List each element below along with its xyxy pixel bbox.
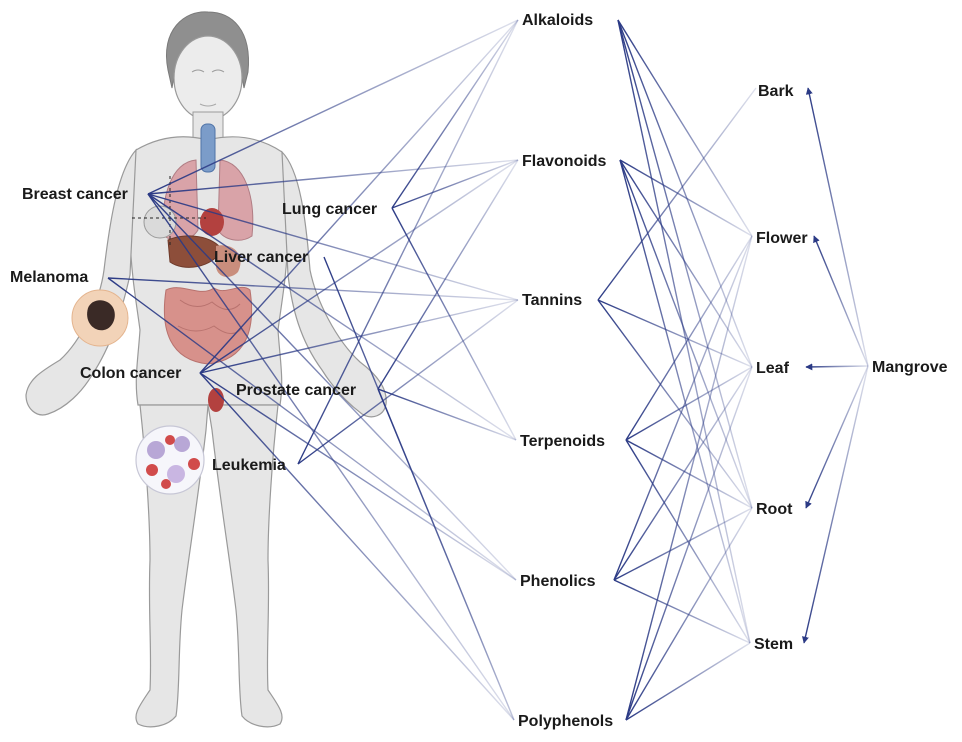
- edge-mangrove-leaf: [806, 366, 868, 367]
- node-mangrove: Mangrove: [872, 359, 948, 376]
- node-liver-cancer: Liver cancer: [214, 249, 308, 266]
- node-prostate-cancer: Prostate cancer: [236, 382, 356, 399]
- edge-flavonoids-prostate: [378, 160, 518, 389]
- node-melanoma: Melanoma: [10, 269, 88, 286]
- node-terpenoids: Terpenoids: [520, 433, 605, 450]
- edge-mangrove-root: [806, 366, 868, 508]
- edge-leaf-alkaloids: [618, 20, 752, 367]
- node-stem: Stem: [754, 636, 793, 653]
- edge-stem-phenolics: [614, 580, 750, 643]
- edge-flower-phenolics: [614, 236, 752, 580]
- edge-leaf-phenolics: [614, 367, 752, 580]
- edge-stem-alkaloids: [618, 20, 750, 643]
- node-bark: Bark: [758, 83, 794, 100]
- node-tannins: Tannins: [522, 292, 582, 309]
- edge-leaf-tannins: [598, 300, 752, 367]
- node-colon-cancer: Colon cancer: [80, 365, 181, 382]
- node-flavonoids: Flavonoids: [522, 153, 607, 170]
- node-phenolics: Phenolics: [520, 573, 596, 590]
- node-flower: Flower: [756, 230, 808, 247]
- node-leaf: Leaf: [756, 360, 790, 377]
- edge-mangrove-stem: [804, 366, 868, 643]
- node-root: Root: [756, 501, 793, 518]
- edge-flavonoids-lung: [392, 160, 518, 208]
- edge-leaf-terpenoids: [626, 367, 752, 440]
- edge-root-alkaloids: [618, 20, 752, 508]
- edge-alkaloids-lung: [392, 20, 518, 208]
- edge-mangrove-bark: [808, 88, 868, 366]
- node-breast-cancer: Breast cancer: [22, 186, 128, 203]
- edge-stem-polyphenols: [626, 643, 750, 720]
- edge-terpenoids-prostate: [378, 389, 516, 440]
- node-lung-cancer: Lung cancer: [282, 201, 377, 218]
- node-alkaloids: Alkaloids: [522, 12, 593, 29]
- node-polyphenols: Polyphenols: [518, 713, 613, 730]
- edge-stem-flavonoids: [620, 160, 750, 643]
- node-leukemia: Leukemia: [212, 457, 286, 474]
- edge-flower-alkaloids: [618, 20, 752, 236]
- edge-root-flavonoids: [620, 160, 752, 508]
- edge-mangrove-flower: [814, 236, 868, 366]
- edge-root-terpenoids: [626, 440, 752, 508]
- edge-flower-polyphenols: [626, 236, 752, 720]
